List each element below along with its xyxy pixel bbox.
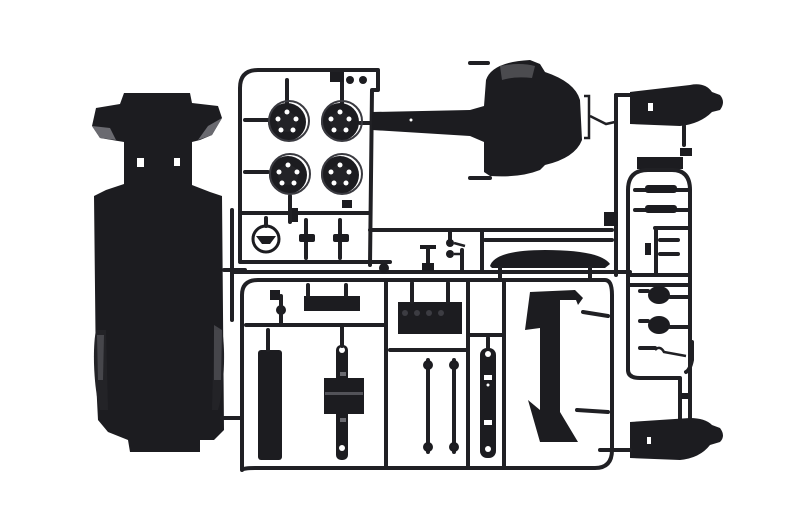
round-light bbox=[648, 316, 670, 334]
engine-block bbox=[398, 302, 462, 334]
seat bbox=[630, 84, 723, 156]
front-bodywork-panel bbox=[372, 60, 616, 180]
seat bbox=[630, 418, 723, 460]
wheel bbox=[321, 153, 363, 195]
wheel bbox=[268, 100, 310, 142]
wheel-frame bbox=[238, 68, 392, 267]
rear-wing bbox=[525, 290, 610, 442]
round-light bbox=[648, 286, 670, 304]
small-brackets bbox=[299, 218, 349, 260]
lower-parts bbox=[258, 281, 496, 460]
lower-frame bbox=[240, 278, 614, 472]
wheel bbox=[269, 153, 311, 195]
chassis-floor-pan bbox=[92, 93, 225, 455]
wheel bbox=[321, 100, 363, 142]
exhaust-part bbox=[258, 350, 282, 460]
right-frame bbox=[626, 157, 694, 422]
windscreen-visor bbox=[490, 250, 610, 280]
small-parts bbox=[420, 228, 466, 272]
steering-wheel bbox=[251, 216, 281, 254]
